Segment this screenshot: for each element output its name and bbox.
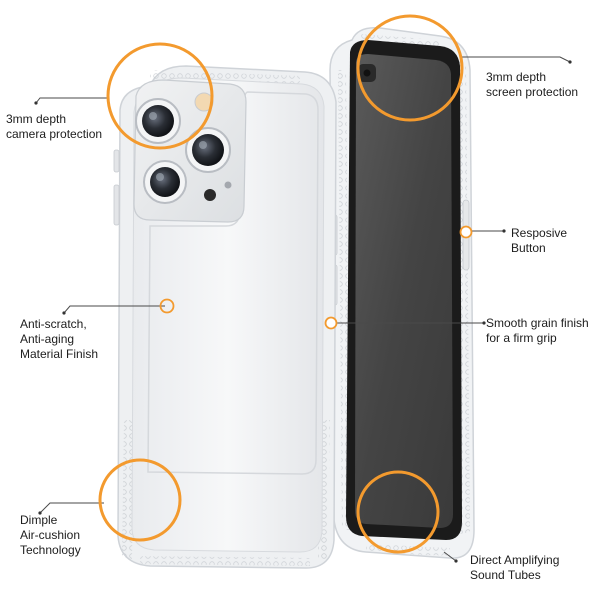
grip-marker — [324, 316, 338, 330]
button-marker — [459, 225, 473, 239]
grip-finish-label: Smooth grain finish for a firm grip — [486, 316, 589, 345]
screen-highlight — [356, 14, 464, 122]
dimple-highlight — [98, 458, 182, 542]
screen-protection-label: 3mm depth screen protection — [486, 70, 579, 99]
callout-dots — [34, 60, 572, 563]
responsive-button-label: Resposive Button — [511, 226, 568, 255]
camera-lenses — [135, 92, 232, 204]
phone-back — [113, 65, 337, 569]
material-finish-label: Anti-scratch, Anti-aging Material Finish — [20, 317, 99, 361]
sound-tubes-label: Direct Amplifying Sound Tubes — [470, 553, 560, 582]
air-cushion-label: Dimple Air-cushion Technology — [20, 513, 81, 557]
sound-highlight — [356, 470, 440, 554]
camera-protection-label: 3mm depth camera protection — [6, 112, 103, 141]
material-marker — [159, 298, 175, 314]
camera-highlight — [106, 42, 214, 150]
callout-lines — [35, 56, 571, 562]
phone-front — [329, 27, 475, 559]
highlight-circles — [98, 14, 473, 554]
